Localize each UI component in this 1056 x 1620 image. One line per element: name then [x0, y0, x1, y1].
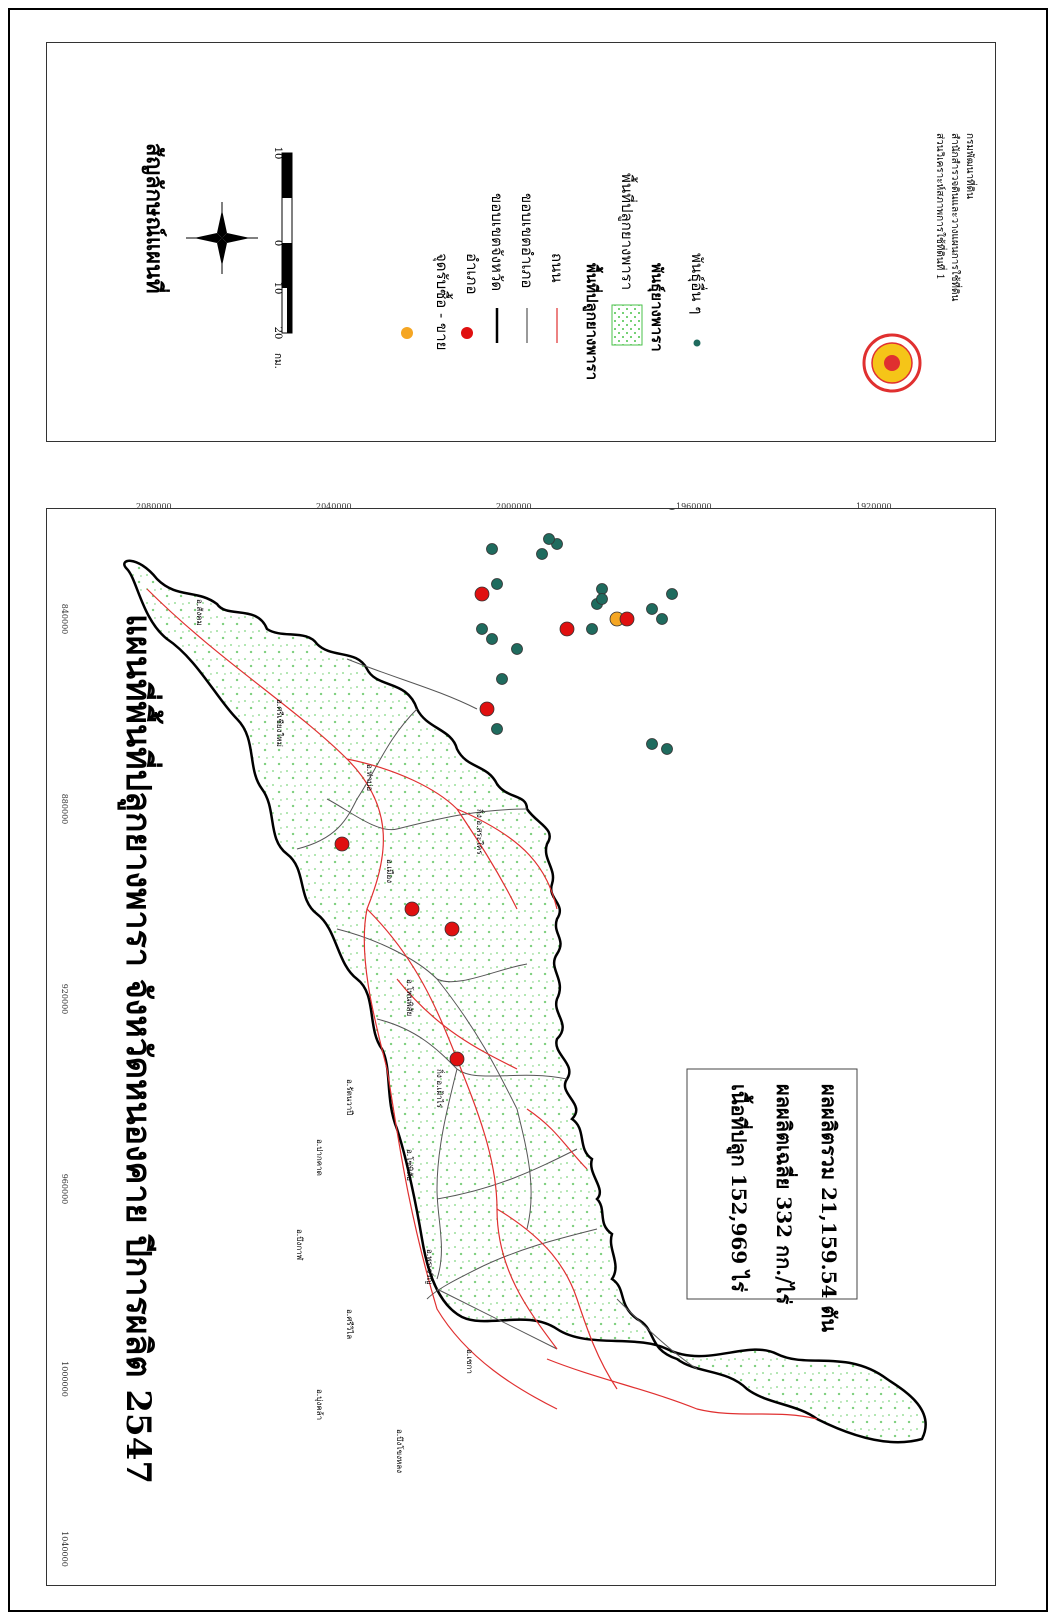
district-label-12: อ.เซกา — [465, 1349, 474, 1374]
stats-yield: ผลผลิตเฉลี่ย 332 กก./ไร่ — [772, 1084, 799, 1305]
district-label-7: อ.รัตนวาปี — [345, 1079, 354, 1115]
district-label-10: อ.บึงกาฬ — [295, 1229, 304, 1261]
stats-area: เนื้อที่ปลูก 152,969 ไร่ — [725, 1084, 754, 1292]
district-label-9: อ.โซ่พิสัย — [405, 1149, 415, 1181]
district-town-marker — [474, 586, 490, 602]
tick-side-a: 2080000 — [136, 502, 172, 511]
scale-label-0: 10 — [272, 147, 283, 160]
scale-bar: 10 0 10 20 กม. — [272, 147, 293, 369]
scale-label-2: 10 — [272, 282, 283, 295]
tick-side-e: 1920000 — [856, 502, 892, 511]
scale-label-1: 0 — [272, 240, 283, 246]
district-label-5: อ.โพนพิสัย — [405, 979, 415, 1016]
district-town-marker — [404, 901, 420, 917]
stats-total: ผลผลิตรวม 21,159.54 ตัน — [817, 1084, 841, 1332]
district-label-13: อ.บุ่งคล้า — [315, 1389, 324, 1420]
stats-box: เนื้อที่ปลูก 152,969 ไร่ ผลผลิตเฉลี่ย 33… — [686, 1068, 858, 1332]
scale-unit: กม. — [272, 353, 283, 369]
rubber-variety-dot — [486, 543, 498, 555]
rubber-variety-dot — [596, 583, 608, 595]
legend-variety-header: พันธุ์ยางพารา — [647, 263, 666, 352]
district-label-14: อ.บึงโขงหลง — [395, 1429, 405, 1473]
legend-buy-point-label: จุดรับซื้อ - ขาย — [432, 253, 453, 350]
map-svg: แผนที่พื้นที่ปลูกยางพารา จังหวัดหนองคาย … — [60, 141, 927, 1567]
rubber-variety-dot — [666, 588, 678, 600]
tick-side-d: 1960000 — [676, 502, 712, 511]
legend-variety-icon — [693, 339, 701, 347]
district-town-marker — [449, 1051, 465, 1067]
tick-side-c: 2000000 — [496, 502, 532, 511]
agency-line-1: สำนักสำรวจดินและวางแผนการใช้ที่ดิน — [949, 133, 963, 301]
rubber-variety-dot — [586, 623, 598, 635]
legend-area-label: พื้นที่ปลูกยางพารา — [618, 173, 638, 290]
district-label-8: อ.ปากคาด — [315, 1139, 324, 1176]
rubber-variety-dot — [511, 643, 523, 655]
district-label-6: กิ่ง อ.เฝ้าไร่ — [435, 1069, 446, 1109]
district-boundaries — [296, 658, 698, 1370]
tick-top-0: 840000 — [60, 604, 69, 635]
district-town-marker — [559, 621, 575, 637]
page-frame — [8, 8, 1048, 1612]
scale-label-3: 20 — [272, 327, 283, 340]
map-panel: แผนที่พื้นที่ปลูกยางพารา จังหวัดหนองคาย … — [46, 141, 996, 1586]
side-tick-svg: 2080000 2040000 2000000 1960000 1920000 — [136, 502, 892, 511]
tick-top-3: 960000 — [60, 1174, 69, 1205]
district-label-3: อ.เมือง — [385, 859, 394, 883]
rubber-variety-dot — [661, 743, 673, 755]
rubber-variety-dot — [656, 613, 668, 625]
rubber-variety-dot — [596, 593, 608, 605]
roads — [146, 588, 818, 1420]
tick-top-2: 920000 — [60, 984, 69, 1015]
rubber-variety-dot — [486, 633, 498, 645]
tick-top-1: 880000 — [60, 794, 69, 825]
rubber-variety-dot — [646, 738, 658, 750]
rubber-variety-dot — [536, 548, 548, 560]
rubber-variety-dot — [491, 723, 503, 735]
agency-line-2: กรมพัฒนาที่ดิน — [964, 133, 978, 199]
province-boundary — [123, 559, 927, 1444]
legend-district-boundary-label: ขอบเขตอำเภอ — [518, 193, 536, 288]
top-ticks: 840000 880000 920000 960000 1000000 1040… — [60, 604, 69, 1567]
side-tick-column: 2080000 2040000 2000000 1960000 1920000 — [46, 496, 996, 511]
rubber-variety-dot — [496, 673, 508, 685]
rubber-variety-dot — [543, 533, 555, 545]
legend-variety-label: พันธุ์อื่น ๆ — [687, 253, 708, 314]
legend-district-town-label: อำเภอ — [463, 253, 481, 294]
legend-buy-point-icon — [401, 327, 413, 339]
rubber-variety-dot — [491, 578, 503, 590]
district-label-2: อ.ท่าบ่อ — [365, 764, 374, 791]
map-title: แผนที่พื้นที่ปลูกยางพารา จังหวัดหนองคาย … — [117, 614, 164, 1484]
legend-road-label: ถนน — [548, 253, 566, 283]
rubber-variety-dot — [646, 603, 658, 615]
legend-items: จุดรับซื้อ - ขาย อำเภอ ขอบเขตจังหวัด ขอบ… — [401, 173, 708, 380]
legend-title: สัญลักษณ์แผนที่ — [141, 143, 171, 294]
district-label-15: อ.ศรีวิไล — [345, 1309, 354, 1339]
district-town-marker — [479, 701, 495, 717]
rubber-variety-dot — [476, 623, 488, 635]
legend-svg: สัญลักษณ์แผนที่ 10 0 10 20 กม. — [141, 133, 978, 393]
district-town-marker — [444, 921, 460, 937]
agency-block: ส่วนวิเคราะห์สภาพการใช้ที่ดินที่ 1 สำนัก… — [862, 133, 978, 393]
tick-side-b: 2040000 — [316, 502, 352, 511]
district-label-11: อ.พรเจริญ — [425, 1249, 434, 1285]
legend-area-swatch — [611, 304, 643, 346]
district-town-marker — [334, 836, 350, 852]
legend-province-boundary-label: ขอบเขตจังหวัด — [488, 193, 506, 291]
district-town-marker — [619, 611, 635, 627]
agency-seal-icon — [862, 333, 922, 393]
tick-top-5: 1040000 — [60, 1531, 69, 1567]
north-arrow-icon — [186, 202, 258, 274]
district-labels: อ.สังคม อ.ศรีเชียงใหม่ อ.ท่าบ่อ อ.เมือง … — [195, 599, 486, 1473]
district-label-1: อ.ศรีเชียงใหม่ — [275, 699, 284, 747]
legend-district-town-icon — [461, 327, 473, 339]
district-label-4: กิ่ง อ.สระใคร — [475, 809, 486, 856]
agency-line-0: ส่วนวิเคราะห์สภาพการใช้ที่ดินที่ 1 — [934, 133, 948, 280]
tick-top-4: 1000000 — [60, 1361, 69, 1397]
legend-panel: สัญลักษณ์แผนที่ 10 0 10 20 กม. — [46, 42, 996, 442]
district-label-0: อ.สังคม — [195, 599, 204, 626]
legend-area-header: พื้นที่ปลูกยางพารา — [582, 263, 604, 380]
